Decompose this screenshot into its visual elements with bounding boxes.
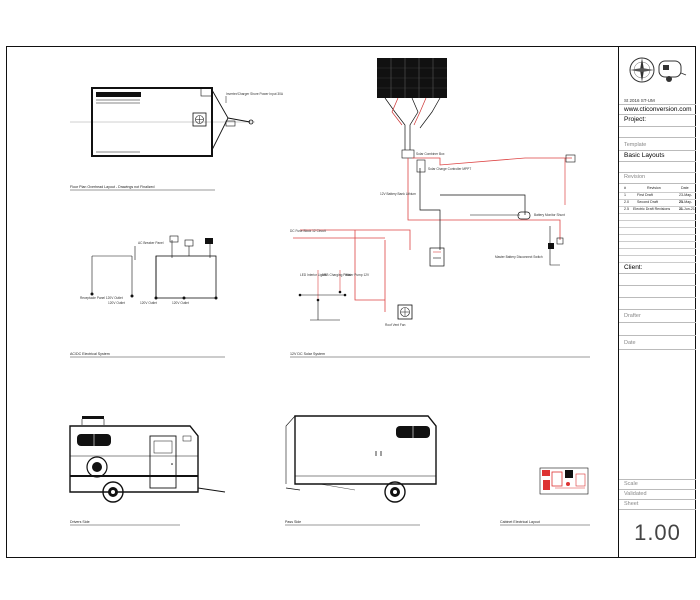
rev-num: 2.5 bbox=[624, 207, 629, 211]
caption-right-side: Pass Side bbox=[285, 520, 301, 524]
battery-box bbox=[429, 247, 445, 267]
client-label: Client: bbox=[619, 262, 696, 274]
sheet-label: Sheet bbox=[619, 500, 696, 510]
label-battery: 12V Battery Bank Lithium bbox=[380, 192, 416, 196]
pass-side-elevation: Pass Side bbox=[285, 415, 437, 526]
caption-exhaust: Cabinet Electrical Layout bbox=[500, 520, 540, 524]
drawing-sheet bbox=[6, 46, 696, 558]
label-switch: Master Battery Disconnect Switch bbox=[495, 255, 543, 259]
rev-num: 2.0 bbox=[624, 200, 629, 204]
revision-row: 2.0 Second Draft 25-May-21 bbox=[619, 199, 696, 211]
rev-date: 23-May-21 bbox=[679, 193, 693, 204]
rev-desc: First Draft bbox=[637, 193, 653, 197]
caption-ac-system: AC/DC Electrical System bbox=[70, 352, 110, 356]
label-shunt: Battery Monitor Shunt bbox=[534, 213, 565, 217]
label-usb: USB Charging Ports bbox=[322, 273, 351, 277]
cabinet-layout-view: Cabinet Electrical Layout bbox=[500, 467, 590, 526]
driver-side-elevation: Drivers Side bbox=[69, 416, 226, 526]
rev-col-desc: Revision bbox=[647, 186, 661, 190]
drawing-type-label: Template bbox=[619, 138, 696, 151]
label-solar-controller: Solar Charge Controller MPPT bbox=[428, 167, 471, 171]
rev-date: 11-Jun-21 bbox=[679, 207, 695, 211]
label-outlet-2: 120V Outlet bbox=[108, 301, 125, 305]
date-label: Date bbox=[619, 336, 696, 350]
rev-col-date: Date bbox=[681, 186, 689, 190]
label-outlet-4: 120V Outlet bbox=[172, 301, 189, 305]
revision-header-row: # Revision Date bbox=[619, 185, 696, 193]
rev-desc: Electric Draft Revisions bbox=[633, 207, 671, 211]
revision-row: 1 First Draft 23-May-21 bbox=[619, 192, 696, 204]
checked-label: Validated bbox=[619, 490, 696, 500]
company-tagline: St 2016 ST-UM bbox=[619, 96, 696, 105]
solar-controller-box bbox=[416, 159, 426, 173]
drafter-label: Drafter bbox=[619, 310, 696, 323]
label-pump: Water Pump 12V bbox=[345, 273, 370, 277]
rev-num: 1 bbox=[624, 193, 626, 197]
label-dc-fuse: DC Fuse Block 12 Circuit bbox=[290, 229, 326, 233]
label-combiner: Solar Combiner Box bbox=[416, 152, 445, 156]
shunt-box bbox=[517, 211, 531, 220]
drawing-title: Basic Layouts bbox=[619, 151, 696, 162]
fan-icon bbox=[192, 112, 207, 127]
door-outline bbox=[149, 435, 177, 489]
sheet-number: 1.00 bbox=[634, 520, 681, 545]
title-block: St 2016 ST-UM www.cticonversion.com Proj… bbox=[618, 47, 696, 557]
solar-panel-array bbox=[377, 58, 447, 98]
dc-system-view: Solar Combiner Box Solar Charge Controll… bbox=[290, 58, 590, 358]
caption-left-side: Drivers Side bbox=[70, 520, 90, 524]
roof-fan-icon bbox=[397, 304, 413, 320]
label-fan: Roof Vent Fan bbox=[385, 323, 406, 327]
website-text: www.cticonversion.com bbox=[619, 105, 696, 115]
project-label: Project: bbox=[619, 115, 696, 127]
label-lights: LED Interior Lights bbox=[300, 273, 327, 277]
caption-floor-plan: Floor Plan Overhead Layout - Drawings no… bbox=[70, 185, 155, 189]
label-breaker-box: AC Breaker Panel bbox=[138, 241, 164, 245]
rev-date: 25-May-21 bbox=[679, 200, 693, 211]
company-logo bbox=[625, 51, 689, 89]
label-inverter: Inverter/Charger Shore Power Input 30A bbox=[226, 92, 284, 96]
caption-dc-system: 12V DC Solar System bbox=[290, 352, 325, 356]
rev-desc: Second Draft bbox=[637, 200, 658, 204]
revision-row: 2.5 Electric Draft Revisions 11-Jun-21 bbox=[619, 206, 696, 214]
revision-label: Revision bbox=[619, 173, 696, 184]
floor-plan-view: Inverter/Charger Shore Power Input 30A F… bbox=[70, 87, 284, 191]
rev-col-num: # bbox=[624, 186, 626, 190]
scale-label: Scale bbox=[619, 480, 696, 490]
ac-system-view: Receptacle Panel 120V Outlet 120V Outlet… bbox=[70, 235, 225, 358]
label-outlet-3: 120V Outlet bbox=[140, 301, 157, 305]
label-outlet-1: Receptacle Panel 120V Outlet bbox=[80, 296, 123, 300]
